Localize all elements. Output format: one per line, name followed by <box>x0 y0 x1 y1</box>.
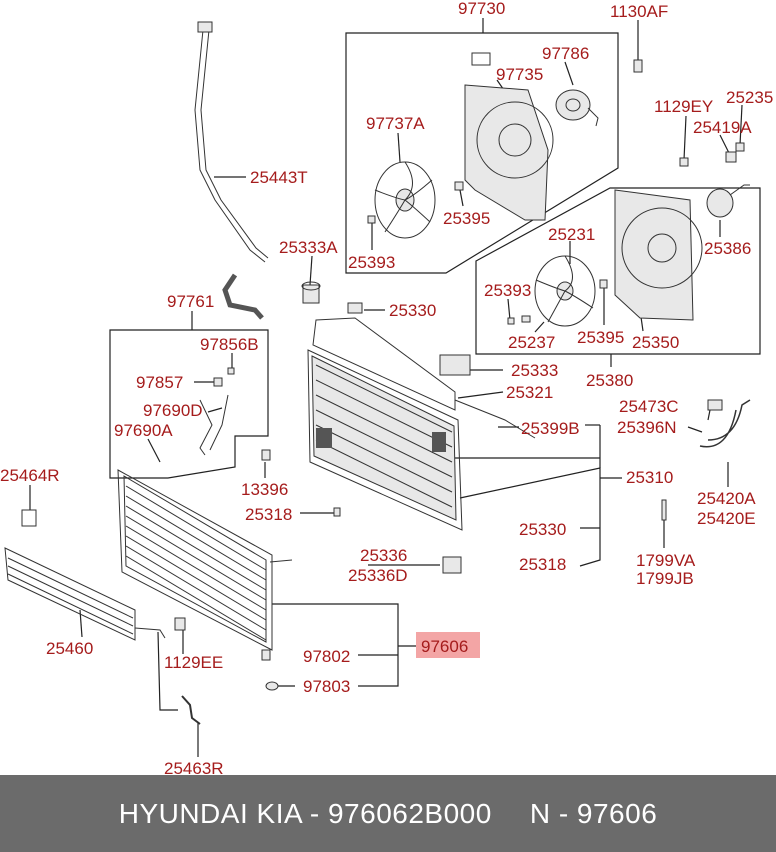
fan-shroud-97735 <box>464 52 554 221</box>
label-97737A[interactable]: 97737A <box>366 114 425 133</box>
radiator-cap-25333A <box>301 281 321 304</box>
label-25318-b[interactable]: 25318 <box>519 555 566 574</box>
label-97802[interactable]: 97802 <box>303 647 350 666</box>
parts-diagram: 97730 1130AF 97786 97735 97737A 25443T 1… <box>0 0 773 775</box>
label-97690D[interactable]: 97690D <box>143 401 203 420</box>
bracket-97606 <box>272 603 399 687</box>
fan-motor-97786 <box>555 89 599 127</box>
label-25330-b[interactable]: 25330 <box>519 520 566 539</box>
label-1799VA[interactable]: 1799VA <box>636 551 696 570</box>
bracket-25463R <box>157 631 178 711</box>
label-25463R[interactable]: 25463R <box>164 759 224 775</box>
label-25395-a[interactable]: 25395 <box>443 209 490 228</box>
label-97735[interactable]: 97735 <box>496 65 543 84</box>
label-25395-b[interactable]: 25395 <box>577 328 624 347</box>
label-97786[interactable]: 97786 <box>542 44 589 63</box>
footer-reference: N - 97606 <box>529 797 658 829</box>
radiator-25310 <box>307 317 536 574</box>
label-25420E[interactable]: 25420E <box>697 509 756 528</box>
label-25419A[interactable]: 25419A <box>693 118 752 137</box>
label-25396N[interactable]: 25396N <box>617 418 677 437</box>
label-25336[interactable]: 25336 <box>360 546 407 565</box>
label-97761[interactable]: 97761 <box>167 292 214 311</box>
fan-blade-97737A <box>374 161 436 239</box>
fan-blade-25231 <box>507 255 608 327</box>
part-labels: 97730 1130AF 97786 97735 97737A 25443T 1… <box>0 0 773 775</box>
label-25336D[interactable]: 25336D <box>348 566 408 585</box>
label-25330-a[interactable]: 25330 <box>389 301 436 320</box>
label-97857[interactable]: 97857 <box>136 373 183 392</box>
label-25399B[interactable]: 25399B <box>521 419 580 438</box>
label-1129EE[interactable]: 1129EE <box>164 653 223 672</box>
label-97690A[interactable]: 97690A <box>114 421 173 440</box>
leader-lines <box>29 18 743 757</box>
label-25237[interactable]: 25237 <box>508 333 555 352</box>
label-1799JB[interactable]: 1799JB <box>636 569 694 588</box>
label-25350[interactable]: 25350 <box>632 333 679 352</box>
label-25464R[interactable]: 25464R <box>0 466 60 485</box>
label-97856B[interactable]: 97856B <box>200 335 259 354</box>
fan-motor-25386 <box>706 184 750 218</box>
bracket-25463R <box>181 695 201 725</box>
box-25380 <box>475 187 761 355</box>
label-25321[interactable]: 25321 <box>506 383 553 402</box>
bolts-top <box>367 59 745 224</box>
footer-bar: HYUNDAI KIA - 976062B000 N - 97606 <box>0 775 776 852</box>
label-25333[interactable]: 25333 <box>511 361 558 380</box>
label-25386[interactable]: 25386 <box>704 239 751 258</box>
fan-shroud-25350 <box>614 189 703 321</box>
label-1129EY[interactable]: 1129EY <box>654 97 713 116</box>
label-25231[interactable]: 25231 <box>548 225 595 244</box>
highlight-97606 <box>416 632 480 658</box>
condenser-97606 <box>117 469 293 691</box>
oil-cooler-25460 <box>4 509 166 641</box>
hoses-25420 <box>661 399 751 521</box>
overflow-hose-25443T <box>194 21 269 320</box>
clip-25330 <box>347 302 363 314</box>
label-25393-b[interactable]: 25393 <box>484 281 531 300</box>
label-25318-a[interactable]: 25318 <box>245 505 292 524</box>
label-25443T[interactable]: 25443T <box>250 168 308 187</box>
label-25420A[interactable]: 25420A <box>697 489 756 508</box>
label-25473C[interactable]: 25473C <box>619 397 679 416</box>
label-25393-a[interactable]: 25393 <box>348 253 395 272</box>
label-1130AF[interactable]: 1130AF <box>610 2 668 21</box>
box-97761 <box>109 329 269 479</box>
label-25235[interactable]: 25235 <box>726 88 773 107</box>
label-25380[interactable]: 25380 <box>586 371 633 390</box>
label-97803[interactable]: 97803 <box>303 677 350 696</box>
label-97606[interactable]: 97606 <box>421 637 468 656</box>
bracket-97761 <box>199 367 271 461</box>
label-97730[interactable]: 97730 <box>458 0 505 18</box>
footer-part-number: HYUNDAI KIA - 976062B000 <box>118 797 492 829</box>
bracket-25310 <box>459 467 601 567</box>
label-25333A[interactable]: 25333A <box>279 238 338 257</box>
label-25310[interactable]: 25310 <box>626 468 673 487</box>
label-25460[interactable]: 25460 <box>46 639 93 658</box>
label-13396[interactable]: 13396 <box>241 480 288 499</box>
